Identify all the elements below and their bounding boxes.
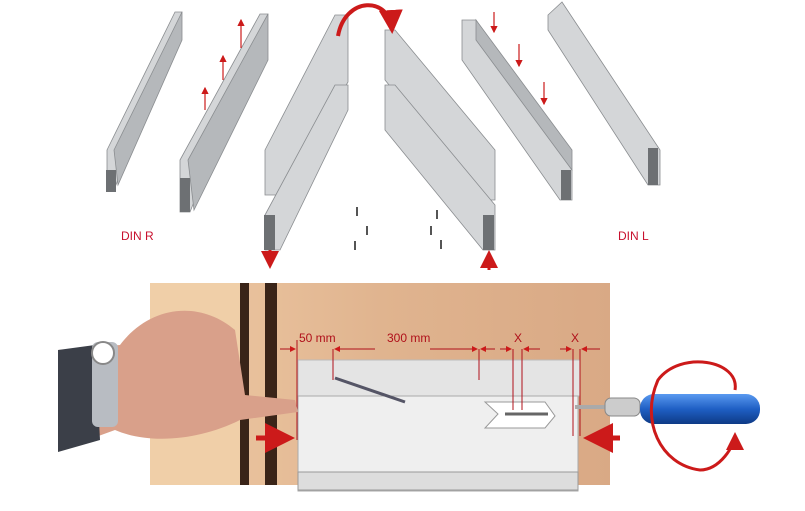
rotation-arrow xyxy=(649,360,744,472)
din-l-label: DIN L xyxy=(618,229,649,243)
loose-screws xyxy=(354,207,442,250)
door-installation-scene: 50 mm 300 mm X X xyxy=(58,283,760,492)
hand-illustration xyxy=(58,310,298,452)
dimension-50mm: 50 mm xyxy=(299,331,336,345)
swap-curved-arrow xyxy=(336,3,403,37)
dimension-x-1: X xyxy=(514,331,522,345)
drill-bit xyxy=(334,376,406,404)
screw-insert-arrows xyxy=(490,12,548,106)
dimension-x-2: X xyxy=(571,331,579,345)
rail-swap-group xyxy=(261,3,498,270)
dimension-300mm: 300 mm xyxy=(387,331,430,345)
screwdriver-icon xyxy=(575,394,760,424)
screw-removal-arrows xyxy=(201,18,245,110)
rail-group-din-r: DIN R xyxy=(106,11,269,243)
din-r-label: DIN R xyxy=(121,229,154,243)
dimension-lines xyxy=(280,340,600,440)
rail-group-din-l: DIN L xyxy=(461,1,661,243)
screw-adjuster xyxy=(483,401,556,429)
